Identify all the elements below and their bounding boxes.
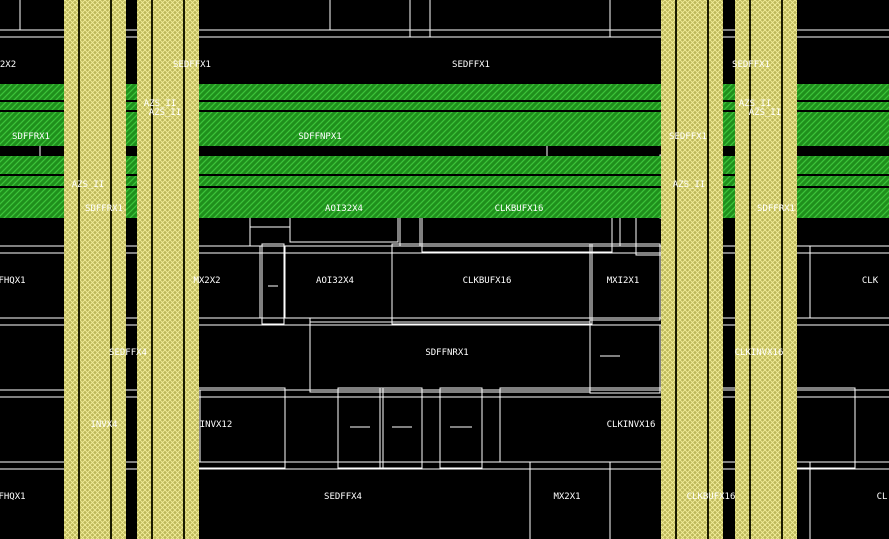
- metal-vertical-layer: [64, 0, 797, 539]
- cell-label: MX2X2: [193, 276, 220, 286]
- pin-label: AZS_II: [749, 108, 782, 118]
- cell-label: AOI32X4: [316, 276, 354, 286]
- pin-label: AZS_II: [149, 108, 182, 118]
- cell-label: INVX4: [90, 420, 117, 430]
- cell-label: 2X2: [0, 60, 16, 70]
- cell-label: AOI32X4: [325, 204, 363, 214]
- cell-label: FHQX1: [0, 492, 26, 502]
- cell-label: MXI2X1: [607, 276, 640, 286]
- cell-label: CL: [877, 492, 888, 502]
- pin-label: AZS_II: [739, 99, 772, 109]
- pin-label: AZS_II: [673, 180, 706, 190]
- cell-label: INVX12: [200, 420, 233, 430]
- cell-label: CLKINVX16: [735, 348, 784, 358]
- cell-label: SEDFFX4: [324, 492, 362, 502]
- cell-label: FHQX1: [0, 276, 26, 286]
- cell-label: SDFFNPX1: [298, 132, 341, 142]
- cell-label: MX2X1: [553, 492, 580, 502]
- cell-label: CLKBUFX16: [687, 492, 736, 502]
- cell-label: CLKBUFX16: [463, 276, 512, 286]
- cell-label: SEDFFX1: [669, 132, 707, 142]
- cell-label: CLKINVX16: [607, 420, 656, 430]
- cell-label: SDFFRX1: [85, 204, 123, 214]
- cell-label: SEDFFX1: [732, 60, 770, 70]
- pin-labels: AZS_II AZS_II AZS_II AZS_II AZS_II AZS_I…: [72, 99, 782, 190]
- cell-label: SEDFFX1: [173, 60, 211, 70]
- cell-labels: 2X2 SEDFFX1 SEDFFX1 SEDFFX1 SDFFRX1 SDFF…: [0, 60, 887, 502]
- pin-label: AZS_II: [72, 180, 105, 190]
- cell-label: CLKBUFX16: [495, 204, 544, 214]
- cell-label: SDFFNRX1: [425, 348, 468, 358]
- cell-label: CLK: [862, 276, 879, 286]
- cell-label: SDFFRX1: [757, 204, 795, 214]
- pin-label: AZS_II: [144, 99, 177, 109]
- cell-label: SDFFRX1: [12, 132, 50, 142]
- cell-label: SEDFFX4: [109, 348, 147, 358]
- cell-label: SEDFFX1: [452, 60, 490, 70]
